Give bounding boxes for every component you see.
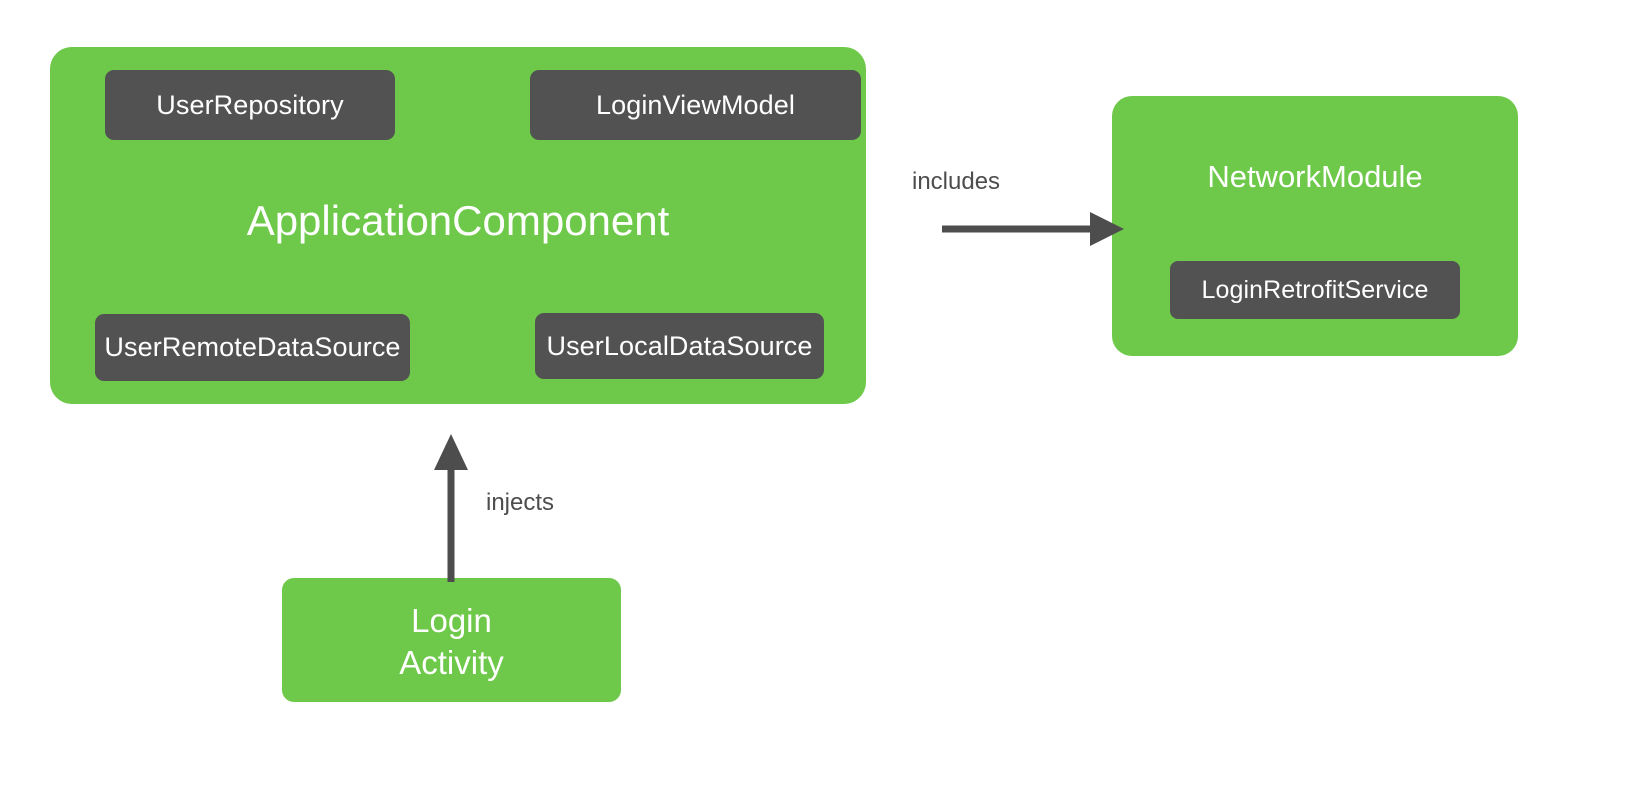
class-box-user-local-data-source[interactable]: UserLocalDataSource [535, 313, 824, 379]
class-box-label: LoginRetrofitService [1201, 275, 1429, 304]
class-box-label: LoginViewModel [595, 89, 796, 120]
class-box-label: UserRepository [156, 89, 344, 120]
class-box-label: UserRemoteDataSource [104, 332, 401, 362]
class-box-user-repository[interactable]: UserRepository [105, 70, 395, 140]
edge-label-includes: includes [912, 168, 1001, 195]
class-box-login-retrofit-service[interactable]: LoginRetrofitService [1170, 261, 1460, 319]
network-module-title: NetworkModule [1207, 159, 1423, 194]
class-box-label: UserLocalDataSource [546, 330, 813, 361]
edge-label-injects: injects [486, 489, 555, 516]
arrow-injects-icon [434, 434, 468, 582]
login-activity-box[interactable] [282, 578, 621, 702]
arrow-includes-icon [942, 212, 1124, 246]
class-box-login-viewmodel[interactable]: LoginViewModel [530, 70, 861, 140]
application-component-title: ApplicationComponent [246, 197, 670, 244]
login-activity-title: Login Activity [399, 602, 504, 682]
class-box-user-remote-data-source[interactable]: UserRemoteDataSource [95, 314, 410, 381]
